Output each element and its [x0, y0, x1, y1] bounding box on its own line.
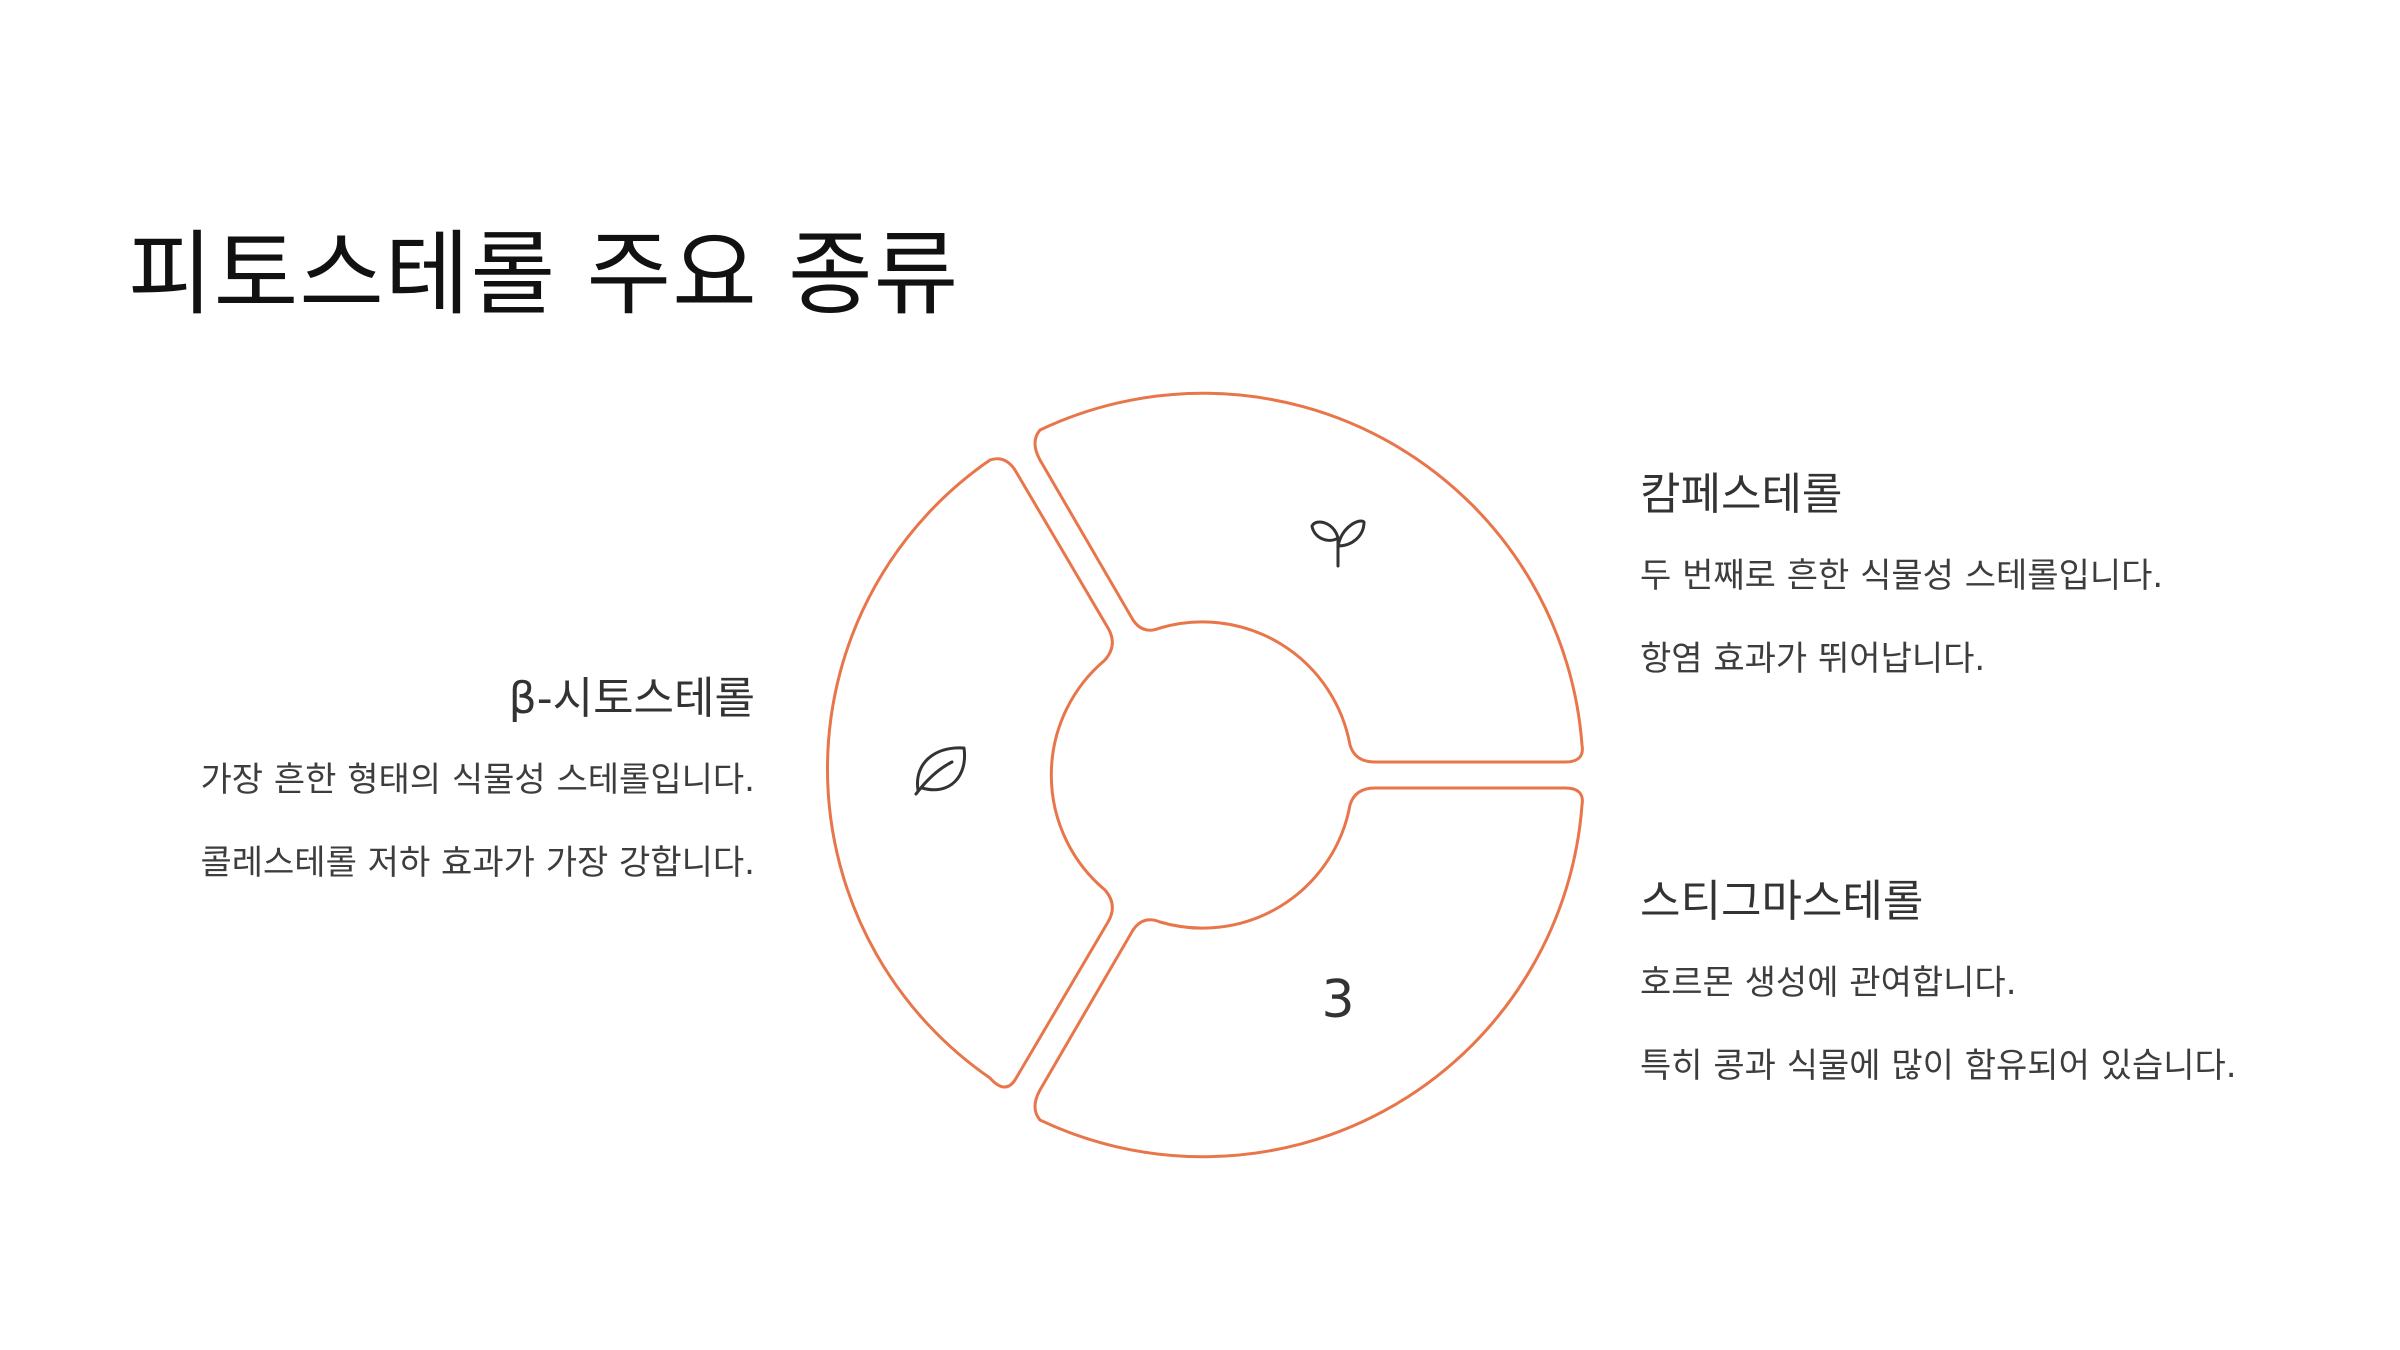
segment-line: 특히 콩과 식물에 많이 함유되어 있습니다. — [1640, 1046, 2237, 1086]
segment-line: 두 번째로 흔한 식물성 스테롤입니다. — [1640, 556, 2164, 596]
segment-heading: β-시토스테롤 — [508, 673, 755, 724]
segment-line: 항염 효과가 뛰어납니다. — [1640, 639, 1986, 679]
leaf-icon — [914, 746, 967, 796]
segment-campesterol — [1033, 391, 1584, 764]
segment-stigmasterol — [1033, 786, 1584, 1159]
segment-marker-number: 3 — [1321, 970, 1354, 1030]
page-title: 피토스테롤 주요 종류 — [128, 221, 960, 328]
text-block-stigmasterol: 스티그마스테롤 호르몬 생성에 관여합니다. 특히 콩과 식물에 많이 함유되어… — [1640, 865, 2237, 1121]
segment-beta-sitosterol — [825, 457, 1114, 1089]
segment-line: 호르몬 생성에 관여합니다. — [1640, 963, 2017, 1003]
text-block-campesterol: 캄페스테롤 두 번째로 흔한 식물성 스테롤입니다. 항염 효과가 뛰어납니다. — [1640, 458, 2163, 714]
segment-line: 가장 흔한 형태의 식물성 스테롤입니다. — [200, 760, 755, 800]
segment-line: 콜레스테롤 저하 효과가 가장 강합니다. — [200, 843, 755, 883]
text-block-beta-sitosterol: β-시토스테롤 가장 흔한 형태의 식물성 스테롤입니다. 콜레스테롤 저하 효… — [200, 662, 755, 918]
segment-heading: 캄페스테롤 — [1640, 469, 1843, 520]
segment-heading: 스티그마스테롤 — [1640, 876, 1924, 927]
sprout-icon — [1310, 519, 1366, 568]
